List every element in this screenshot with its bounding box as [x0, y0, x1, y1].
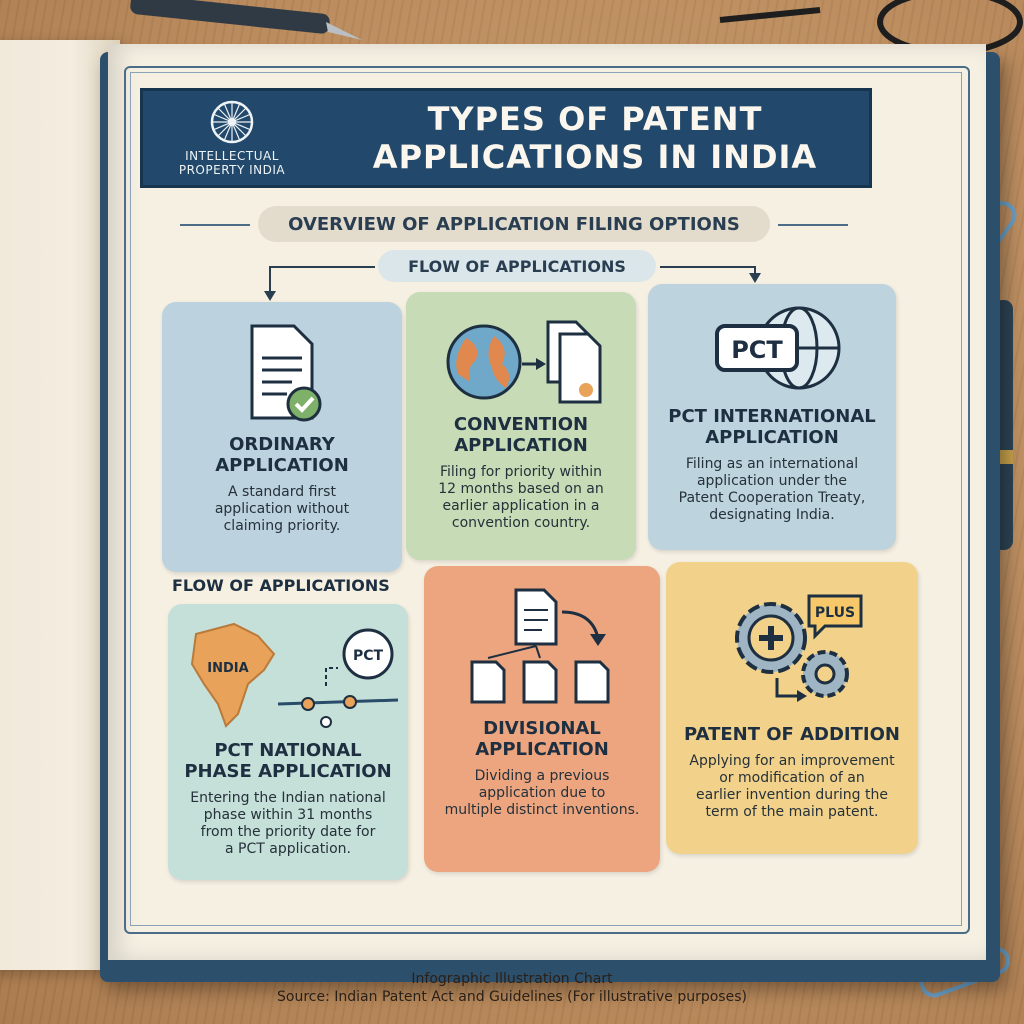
- title-header: INTELLECTUAL PROPERTY INDIA TYPES OF PAT…: [140, 88, 872, 188]
- ip-india-logo: INTELLECTUAL PROPERTY INDIA: [143, 99, 321, 177]
- overview-banner: OVERVIEW OF APPLICATION FILING OPTIONS: [258, 206, 770, 242]
- gears-plus-icon: PLUS: [735, 594, 863, 702]
- footer-caption: Infographic Illustration Chart Source: I…: [0, 970, 1024, 1006]
- flow-banner: FLOW OF APPLICATIONS: [378, 250, 656, 282]
- pen-icon: [130, 0, 362, 40]
- divider-left: [180, 224, 250, 226]
- card-description: A standard first application without cla…: [214, 484, 350, 534]
- card-convention-application: CONVENTION APPLICATION Filing for priori…: [406, 292, 636, 560]
- card-description: Filing for priority within 12 months bas…: [438, 464, 604, 531]
- card-title: ORDINARY APPLICATION: [215, 434, 349, 476]
- flow-arrows: [264, 266, 761, 301]
- card-title: PATENT OF ADDITION: [684, 724, 900, 745]
- flow-label: FLOW OF APPLICATIONS: [172, 576, 390, 595]
- card-title: DIVISIONAL APPLICATION: [475, 718, 609, 760]
- footer-line-2: Source: Indian Patent Act and Guidelines…: [277, 989, 747, 1005]
- card-ordinary-application: ORDINARY APPLICATION A standard first ap…: [162, 302, 402, 572]
- card-title: CONVENTION APPLICATION: [453, 414, 589, 456]
- india-map-icon: INDIA PCT: [190, 622, 398, 728]
- card-pct-international-application: PCT PCT INTERNATIONAL APPLICATION Filing…: [648, 284, 896, 550]
- plus-bubble-label: PLUS: [815, 605, 855, 621]
- logo-text: INTELLECTUAL PROPERTY INDIA: [178, 149, 286, 177]
- document-check-icon: [250, 324, 322, 422]
- divider-right: [778, 224, 848, 226]
- pct-small-label: PCT: [353, 648, 384, 664]
- page-frame: [124, 66, 970, 934]
- card-pct-national-phase-application: INDIA PCT PCT NATIONAL PHASE APPLICATION…: [168, 604, 408, 880]
- pct-globe-icon: PCT: [715, 306, 841, 390]
- card-divisional-application: DIVISIONAL APPLICATION Dividing a previo…: [424, 566, 660, 872]
- split-documents-icon: [470, 588, 610, 704]
- india-label: INDIA: [207, 661, 248, 676]
- footer-line-1: Infographic Illustration Chart: [411, 971, 613, 987]
- globe-documents-icon: [446, 320, 602, 404]
- card-description: Applying for an improvement or modificat…: [689, 753, 895, 820]
- card-description: Filing as an international application u…: [678, 456, 866, 523]
- ashoka-wheel-icon: [210, 100, 254, 144]
- card-patent-of-addition: PLUS PATENT OF ADDITION Applying for an …: [666, 562, 918, 854]
- card-description: Entering the Indian national phase withi…: [190, 790, 386, 857]
- card-title: PCT INTERNATIONAL APPLICATION: [668, 406, 876, 448]
- page-frame-inner: [130, 72, 962, 926]
- pct-icon-label: PCT: [731, 336, 783, 364]
- page-title: TYPES OF PATENT APPLICATIONS IN INDIA: [372, 100, 818, 176]
- card-description: Dividing a previous application due to m…: [444, 768, 640, 818]
- card-title: PCT NATIONAL PHASE APPLICATION: [184, 740, 392, 782]
